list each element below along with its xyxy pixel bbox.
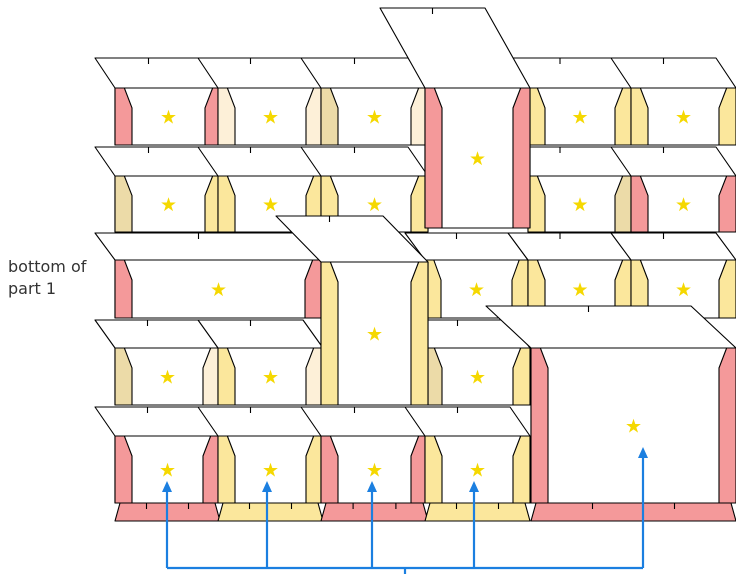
box-body bbox=[530, 347, 736, 504]
box-star: ★ bbox=[469, 460, 486, 482]
box-3: ★ bbox=[300, 57, 429, 146]
box-2: ★ bbox=[197, 57, 324, 146]
base-strip-2 bbox=[217, 502, 324, 522]
base-strip-plate bbox=[217, 502, 324, 522]
arrow-1 bbox=[162, 481, 172, 568]
box-left-flap bbox=[424, 87, 443, 229]
base-strip-plate bbox=[320, 502, 429, 522]
box-star: ★ bbox=[262, 460, 279, 482]
box-star: ★ bbox=[366, 324, 383, 346]
box-lid bbox=[610, 232, 736, 261]
arrow-head bbox=[262, 481, 272, 492]
box-24: ★ bbox=[485, 305, 736, 504]
box-6: ★ bbox=[94, 146, 223, 233]
box-star: ★ bbox=[159, 460, 176, 482]
box-11: ★ bbox=[94, 232, 323, 319]
box-star: ★ bbox=[160, 194, 177, 216]
box-star: ★ bbox=[366, 460, 383, 482]
box-lid bbox=[404, 232, 529, 261]
box-20: ★ bbox=[300, 406, 429, 504]
base-strip-plate bbox=[530, 502, 736, 522]
box-lid bbox=[275, 215, 429, 263]
box-lid bbox=[197, 319, 324, 349]
arrow-4 bbox=[469, 481, 479, 568]
box-7: ★ bbox=[197, 146, 324, 233]
box-lid bbox=[404, 406, 531, 437]
box-body bbox=[114, 87, 223, 146]
box-body bbox=[320, 87, 429, 146]
box-star: ★ bbox=[366, 194, 383, 216]
box-star: ★ bbox=[262, 194, 279, 216]
box-star: ★ bbox=[571, 107, 588, 129]
box-23: ★ bbox=[275, 215, 429, 406]
arrow-head bbox=[638, 447, 648, 458]
box-star: ★ bbox=[625, 416, 642, 438]
box-right-flap bbox=[718, 347, 736, 504]
arrow-5 bbox=[638, 447, 648, 568]
box-lid bbox=[610, 57, 736, 89]
bottom-of-part-1-label: bottom of part 1 bbox=[8, 256, 98, 300]
box-body bbox=[114, 175, 223, 233]
box-16: ★ bbox=[197, 319, 324, 406]
box-18: ★ bbox=[94, 406, 221, 504]
box-5: ★ bbox=[610, 57, 736, 146]
label-line-2: part 1 bbox=[8, 279, 57, 298]
arrow-head bbox=[367, 481, 377, 492]
box-star: ★ bbox=[468, 279, 485, 301]
label-line-1: bottom of bbox=[8, 257, 87, 276]
box-star: ★ bbox=[469, 367, 486, 389]
box-star: ★ bbox=[469, 148, 486, 170]
box-star: ★ bbox=[571, 194, 588, 216]
box-star: ★ bbox=[262, 107, 279, 129]
box-star: ★ bbox=[159, 367, 176, 389]
arrow-head bbox=[162, 481, 172, 492]
box-21: ★ bbox=[404, 406, 531, 504]
box-right-flap bbox=[512, 87, 531, 229]
box-4: ★ bbox=[507, 57, 633, 146]
box-star: ★ bbox=[675, 107, 692, 129]
box-17: ★ bbox=[404, 319, 531, 406]
box-star: ★ bbox=[675, 194, 692, 216]
arrow-3 bbox=[367, 481, 377, 568]
box-lid bbox=[485, 305, 736, 349]
box-lid bbox=[300, 57, 429, 89]
box-right-flap bbox=[410, 261, 429, 406]
base-strip-4 bbox=[424, 502, 531, 522]
box-lid bbox=[610, 146, 736, 177]
base-strip-5 bbox=[530, 502, 736, 522]
box-9: ★ bbox=[507, 146, 633, 233]
box-15: ★ bbox=[94, 319, 221, 406]
box-lid bbox=[300, 146, 429, 177]
box-star: ★ bbox=[675, 279, 692, 301]
arrows-layer bbox=[162, 447, 648, 574]
box-star: ★ bbox=[571, 279, 588, 301]
base-strip-plate bbox=[424, 502, 531, 522]
box-star: ★ bbox=[262, 367, 279, 389]
box-left-flap bbox=[320, 261, 339, 406]
box-left-flap bbox=[530, 347, 549, 504]
box-1: ★ bbox=[94, 57, 223, 146]
box-star: ★ bbox=[160, 107, 177, 129]
arrow-2 bbox=[262, 481, 272, 568]
box-lid bbox=[379, 7, 531, 89]
box-star: ★ bbox=[366, 107, 383, 129]
base-strip-3 bbox=[320, 502, 429, 522]
box-10: ★ bbox=[610, 146, 736, 233]
boxes-layer: ★ ★ ★ ★ ★ ★ ★ ★ ★ ★ ★ ★ ★ ★ ★ ★ ★ ★ ★ ★ ★ ★ ★ ★ bbox=[94, 7, 736, 504]
box-22: ★ bbox=[379, 7, 531, 229]
box-star: ★ bbox=[210, 279, 227, 301]
arrow-head bbox=[469, 481, 479, 492]
box-lid bbox=[94, 232, 323, 261]
